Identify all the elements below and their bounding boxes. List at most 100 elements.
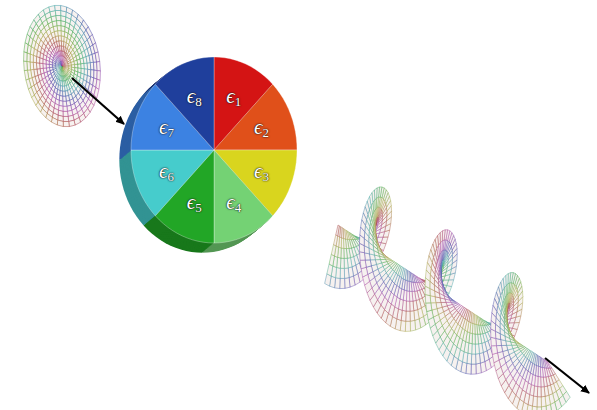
helical-wavefront [325,187,571,410]
permittivity-label: ϵ8 [187,86,202,108]
mesh-cell [340,268,345,278]
mesh-cell [61,56,62,61]
mesh-cell [476,363,481,374]
output-arrow [545,358,589,393]
mesh-cell [24,52,27,62]
mesh-cell [60,61,62,66]
mesh-cell [64,70,66,75]
mesh-cell [472,344,476,354]
mesh-cell [56,16,61,21]
mesh-cell [426,303,432,312]
mesh-cell [62,66,63,71]
mesh-cell [359,235,364,246]
mesh-cell [327,264,333,276]
mesh-cell [62,71,63,76]
mesh-cell [430,281,435,290]
mesh-cell [63,106,68,111]
plate-sector [131,150,214,216]
mesh-cell [364,239,369,248]
mesh-cell [58,31,62,36]
mesh-cell [63,71,65,76]
mesh-cell [59,66,62,69]
mesh-cell [49,5,55,11]
mesh-cell [58,36,61,41]
mesh-cell [57,26,61,31]
mesh-cell [58,57,60,62]
mesh-cell [61,5,67,11]
mesh-cell [59,56,61,61]
mesh-cell [340,278,345,288]
mesh-cell [360,260,366,269]
mesh-cell [405,321,410,331]
plate-sector [214,150,273,243]
mesh-cell [62,66,64,71]
permittivity-label: ϵ1 [226,86,241,108]
mesh-cell [344,258,348,268]
mesh-cell [500,328,505,336]
mesh-cell [475,334,478,344]
mesh-cell [62,64,65,66]
plate-sector [155,57,214,150]
mesh-cell [541,377,545,387]
mesh-cell [406,311,411,321]
input-arrow [72,78,124,124]
mesh-cell [537,397,542,407]
plate-sector [214,84,297,150]
permittivity-label: ϵ6 [159,161,174,183]
mesh-cell [471,364,476,374]
mesh-cell [57,120,63,126]
mesh-cell [63,76,65,81]
mesh-cell [63,91,66,96]
mesh-cell [331,245,336,257]
mesh-cell [361,267,368,277]
mesh-cell [410,311,415,321]
mesh-cell [60,56,62,61]
permittivity-label: ϵ5 [187,192,202,214]
mesh-cell [63,101,67,106]
mesh-cell [329,254,334,266]
mesh-cell [541,396,546,406]
mesh-cell [491,346,497,355]
mesh-cell [59,66,62,67]
mesh-cell [97,71,100,81]
mesh-cell [59,66,62,68]
mesh-cell [62,62,64,66]
mesh-cell [62,66,64,70]
mesh-cell [427,310,434,320]
mesh-cell [60,62,62,66]
mesh-cell [406,301,410,311]
mesh-cell [345,278,350,289]
mesh-cell [93,43,98,53]
mesh-cell [491,321,496,332]
mesh-cell [24,61,28,71]
segmented-plate [119,57,297,253]
mesh-cell [63,116,69,121]
mesh-cell [94,70,97,79]
mesh-cell [51,117,57,125]
mesh-cell [27,53,30,62]
mesh-cell [410,301,414,311]
mesh-cell [60,66,62,70]
mesh-cell [340,258,344,268]
mesh-cell [434,285,439,293]
mesh-cell [344,248,347,258]
mesh-cell [442,250,444,260]
mesh-cell [59,51,61,56]
mesh-cell [63,71,65,76]
mesh-cell [69,120,75,126]
mesh-cell [425,278,430,289]
mesh-cell [62,66,64,71]
mesh-cell [537,407,542,410]
mesh-cell [62,63,65,66]
mesh-cell [409,291,413,301]
mesh-cell [24,70,29,80]
mesh-cell [65,64,68,66]
mesh-cell [336,225,340,236]
mesh-cell [62,56,63,61]
mesh-cell [61,61,62,66]
mesh-cell [537,387,541,397]
plane-wavefront [24,5,101,126]
permittivity-label: ϵ4 [226,192,241,214]
